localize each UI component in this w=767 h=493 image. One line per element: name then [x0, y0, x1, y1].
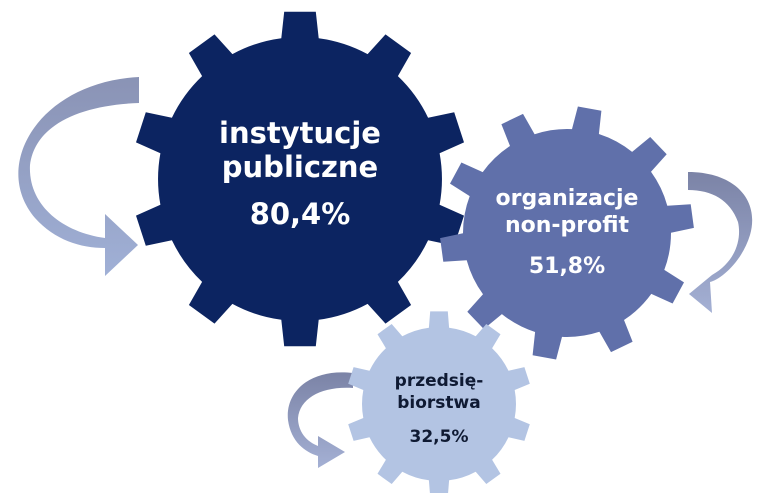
gear-value: 80,4% [250, 197, 351, 231]
gear-przedsiebiorstwa [348, 311, 530, 493]
curved-arrow-medium [688, 172, 753, 313]
gear-label-line: biorstwa [397, 393, 480, 413]
gear-value: 32,5% [410, 427, 469, 447]
gear-label-line: non-profit [505, 213, 630, 238]
gear-label-line: instytucje [219, 116, 381, 150]
gear-label-line: organizacje [496, 186, 639, 211]
gear-value: 51,8% [529, 254, 605, 279]
curved-arrow-large [18, 77, 139, 276]
gear-instytucje-publiczne [136, 11, 464, 347]
gear-label-line: publiczne [222, 150, 378, 184]
curved-arrow-small [287, 372, 353, 468]
gear-label-line: przedsię- [395, 371, 484, 391]
gear-organizacje-non-profit [440, 106, 694, 360]
